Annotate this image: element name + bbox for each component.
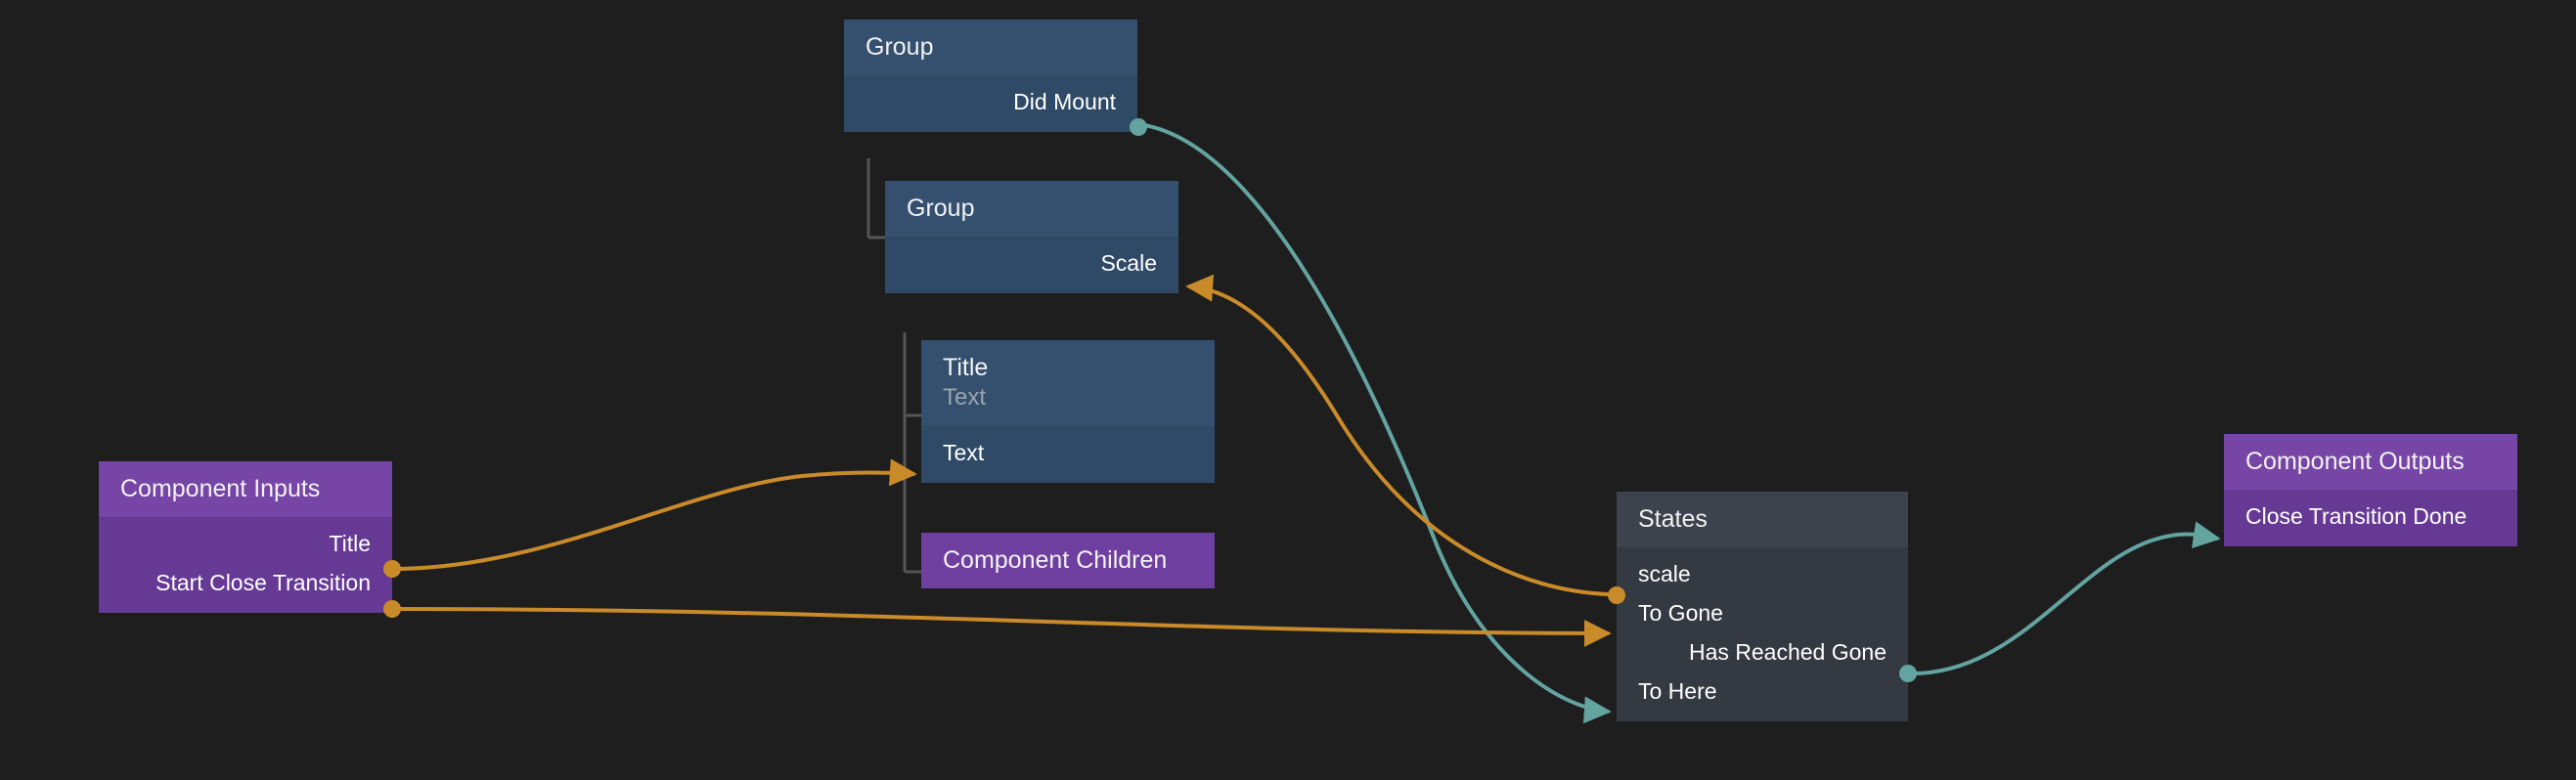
port-label: To Gone [1638, 600, 1723, 627]
node-component-children[interactable]: Component Children [921, 533, 1215, 588]
node-subtitle: Text [943, 383, 987, 411]
node-component-outputs[interactable]: Component Outputs Close Transition Done [2224, 434, 2517, 546]
port-label: Text [943, 440, 985, 466]
node-title: States [1617, 492, 1908, 547]
port-marker-title[interactable] [381, 558, 403, 580]
node-body: Scale [885, 236, 1178, 293]
node-body: scale To Gone Has Reached Gone To Here [1617, 546, 1908, 721]
port-marker-did-mount[interactable] [1127, 115, 1150, 139]
port-label: Scale [1100, 250, 1157, 277]
port-marker-has-reached-gone[interactable] [1897, 663, 1919, 684]
edge-has-reached-gone-to-close-done [1907, 521, 2221, 676]
port-scale[interactable]: Scale [885, 244, 1178, 283]
port-label: Has Reached Gone [1688, 639, 1887, 666]
node-body: Close Transition Done [2224, 489, 2517, 546]
port-text[interactable]: Text [921, 434, 1215, 473]
node-title: Component Inputs [99, 461, 392, 517]
port-label: Did Mount [1013, 89, 1116, 115]
port-marker-scale-state[interactable] [1606, 585, 1627, 606]
node-component-inputs[interactable]: Component Inputs Title Start Close Trans… [99, 461, 392, 613]
port-label: Start Close Transition [155, 570, 371, 596]
node-body: Text [921, 425, 1215, 483]
port-to-here[interactable]: To Here [1617, 672, 1908, 712]
node-body: Title Start Close Transition [99, 516, 392, 613]
node-title-component[interactable]: Title Text Text [921, 340, 1215, 483]
port-scale-state[interactable]: scale [1617, 555, 1908, 594]
port-label: Close Transition Done [2245, 503, 2467, 530]
node-title: Group [885, 181, 1178, 237]
port-did-mount[interactable]: Did Mount [844, 83, 1137, 122]
node-title: Group [844, 20, 1137, 75]
port-marker-start-close-transition[interactable] [381, 598, 403, 620]
port-title[interactable]: Title [99, 525, 392, 564]
node-title: Component Children [943, 546, 1168, 574]
port-label: To Here [1638, 678, 1717, 705]
edge-scale-to-group-scale [1185, 274, 1610, 596]
edge-title-to-text [391, 458, 917, 571]
node-group-child[interactable]: Group Scale [885, 181, 1178, 293]
port-start-close-transition[interactable]: Start Close Transition [99, 564, 392, 603]
node-title: Title Text [921, 340, 1215, 426]
port-label: scale [1638, 561, 1691, 587]
port-has-reached-gone[interactable]: Has Reached Gone [1617, 633, 1908, 672]
port-to-gone[interactable]: To Gone [1617, 594, 1908, 633]
node-title: Component Outputs [2224, 434, 2517, 490]
edge-start-close-to-gone [391, 607, 1612, 647]
port-close-transition-done[interactable]: Close Transition Done [2224, 498, 2517, 537]
node-title-text: Title [943, 354, 989, 381]
port-label: Title [329, 531, 371, 557]
node-group-top[interactable]: Group Did Mount [844, 20, 1137, 132]
node-states[interactable]: States scale To Gone Has Reached Gone To… [1617, 492, 1908, 721]
node-body: Did Mount [844, 74, 1137, 132]
